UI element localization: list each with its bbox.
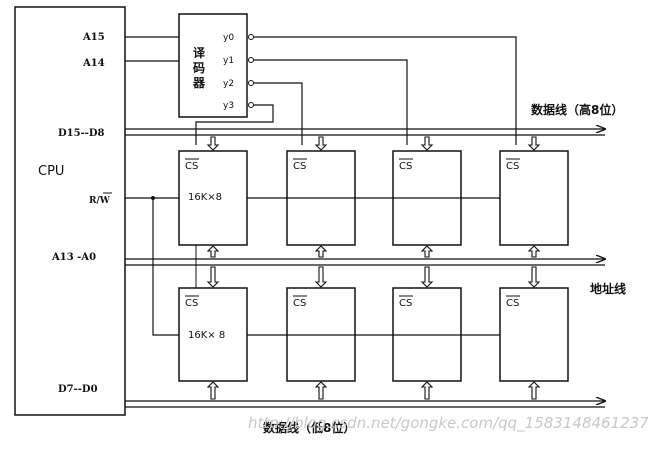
capacity-label-row-1: 16K×8: [188, 192, 222, 203]
cs-label-r1-c2: CS: [293, 161, 306, 172]
bubble-y0: [248, 34, 254, 40]
address-bus: [125, 259, 605, 266]
chip-annotations: CS CS CS CS CS CS CS CS 16K×8 16K× 8: [185, 136, 541, 400]
wire-y0: [254, 36, 517, 145]
data-arrow-r2-c4: [527, 266, 541, 288]
watermark-text: http://blog.csdn.net/gongke.com/qq_15831…: [248, 414, 648, 433]
bus-arrow-r1-c4: [527, 245, 541, 258]
cs-label-r1-c4: CS: [506, 161, 519, 172]
data-bus-high: [125, 129, 605, 136]
pin-a15-label: A15: [82, 32, 105, 43]
cs-label-r2-c2: CS: [293, 298, 306, 309]
data-arrow-r2-c1: [206, 266, 220, 288]
chip-row-2: [178, 287, 569, 382]
address-bus-label: 地址线: [590, 281, 626, 296]
wire-y1: [254, 59, 408, 145]
data-bus-low-label: 数据线（低8位）: [263, 420, 355, 435]
decoder-out-y0: y0: [223, 33, 234, 43]
pin-addr-label: A13 -A0: [51, 252, 96, 263]
bus-arrow-r2-c1: [206, 381, 220, 400]
decoder-char-3: 器: [192, 76, 206, 90]
cs-label-r2-c3: CS: [399, 298, 412, 309]
cpu-label: CPU: [38, 164, 64, 179]
data-arrow-r2-c2: [314, 266, 328, 288]
capacity-label-row-2: 16K× 8: [188, 330, 225, 341]
data-bus-low: [125, 401, 605, 408]
decoder-out-y1: y1: [223, 56, 234, 66]
cs-label-r1-c3: CS: [399, 161, 412, 172]
cs-label-r2-c1: CS: [185, 298, 198, 309]
data-arrow-r1-c4: [527, 136, 541, 151]
bus-arrow-r1-c3: [420, 245, 434, 258]
data-arrow-r2-c3: [420, 266, 434, 288]
chip-row-1: [178, 150, 569, 246]
decoder-out-y3: y3: [223, 101, 234, 111]
bus-arrow-r2-c2: [314, 381, 328, 400]
bubble-y2: [248, 80, 254, 86]
bus-arrow-r1-c2: [314, 245, 328, 258]
cs-label-r1-c1: CS: [185, 161, 198, 172]
decoder-out-y2: y2: [223, 79, 234, 89]
bubble-y3: [248, 102, 254, 108]
decoder-char-2: 码: [193, 61, 205, 75]
wire-rw-down: [152, 198, 179, 336]
data-arrow-r1-c1: [206, 136, 220, 151]
bubble-y1: [248, 57, 254, 63]
data-arrow-r1-c3: [420, 136, 434, 151]
decoder-char-1: 译: [193, 46, 206, 60]
data-arrow-r1-c2: [314, 136, 328, 151]
wire-y2: [254, 82, 303, 145]
pin-a14-label: A14: [82, 58, 105, 69]
wire-y3: [195, 104, 274, 145]
bus-arrow-r1-c1: [206, 245, 220, 258]
bus-arrow-r2-c3: [420, 381, 434, 400]
pin-rw-label: R/W: [89, 196, 111, 206]
data-bus-high-label: 数据线（高8位）: [531, 102, 623, 117]
decoder-box: [178, 13, 248, 118]
cs-label-r2-c4: CS: [506, 298, 519, 309]
cpu-box: [14, 6, 126, 416]
pin-d-high-label: D15--D8: [58, 128, 105, 139]
pin-d-low-label: D7--D0: [58, 384, 98, 395]
bus-arrow-r2-c4: [527, 381, 541, 400]
